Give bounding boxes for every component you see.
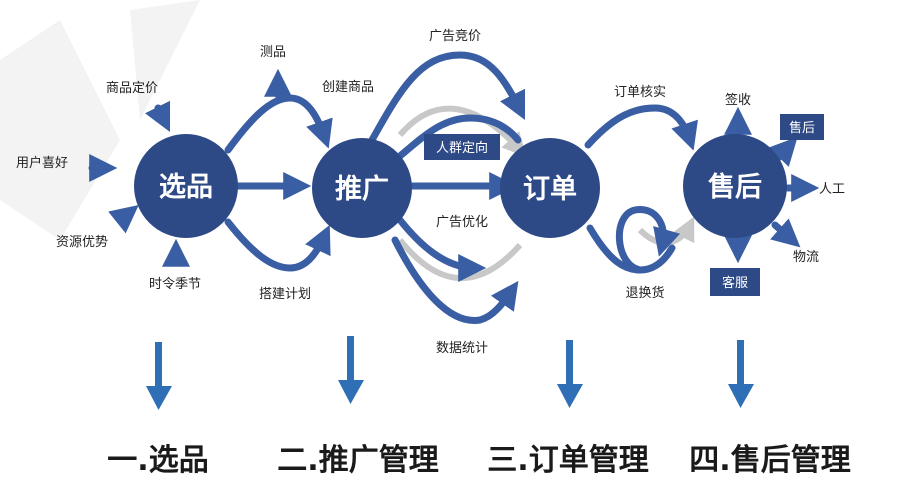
flow-paths <box>88 51 820 324</box>
node-shouhou: 售后 <box>683 134 787 238</box>
label-sign: 签收 <box>725 92 751 108</box>
label-plan: 搭建计划 <box>259 286 311 302</box>
label-returns: 退换货 <box>625 285 664 301</box>
label-user-pref: 用户喜好 <box>16 155 68 171</box>
label-bidding: 广告竞价 <box>429 28 481 44</box>
svg-text:选品: 选品 <box>159 172 213 203</box>
down-arrow-4 <box>728 340 754 408</box>
svg-text:客服: 客服 <box>722 275 748 291</box>
label-pricing: 商品定价 <box>106 81 158 96</box>
box-support: 客服 <box>710 268 760 296</box>
down-arrows <box>146 336 754 410</box>
down-arrow-3 <box>557 340 583 408</box>
node-tuiguang: 推广 <box>312 138 412 238</box>
down-arrow-2 <box>338 336 364 404</box>
label-stats: 数据统计 <box>436 341 488 356</box>
label-season: 时令季节 <box>149 277 201 292</box>
stage-title-1: 一.选品 <box>107 443 208 478</box>
stage-title-3: 三.订单管理 <box>487 443 648 478</box>
label-manual: 人工 <box>819 182 845 197</box>
svg-text:推广: 推广 <box>335 174 389 205</box>
box-aftersales: 售后 <box>780 114 824 140</box>
label-resources: 资源优势 <box>56 234 108 250</box>
svg-text:售后: 售后 <box>708 171 762 203</box>
down-arrow-1 <box>146 342 172 410</box>
svg-text:售后: 售后 <box>789 120 815 136</box>
label-logistics: 物流 <box>793 250 819 265</box>
label-create: 创建商品 <box>322 80 374 95</box>
node-dingdan: 订单 <box>500 138 600 238</box>
stage-title-2: 二.推广管理 <box>277 443 438 478</box>
label-test: 测品 <box>260 45 286 60</box>
box-targeting: 人群定向 <box>424 134 500 160</box>
svg-text:订单: 订单 <box>523 174 577 205</box>
label-optimize: 广告优化 <box>436 215 488 230</box>
background-watermark <box>0 0 200 240</box>
stage-title-4: 四.售后管理 <box>689 443 850 478</box>
svg-text:人群定向: 人群定向 <box>436 140 488 156</box>
label-verify: 订单核实 <box>614 85 666 100</box>
node-xuanpin: 选品 <box>134 134 238 238</box>
